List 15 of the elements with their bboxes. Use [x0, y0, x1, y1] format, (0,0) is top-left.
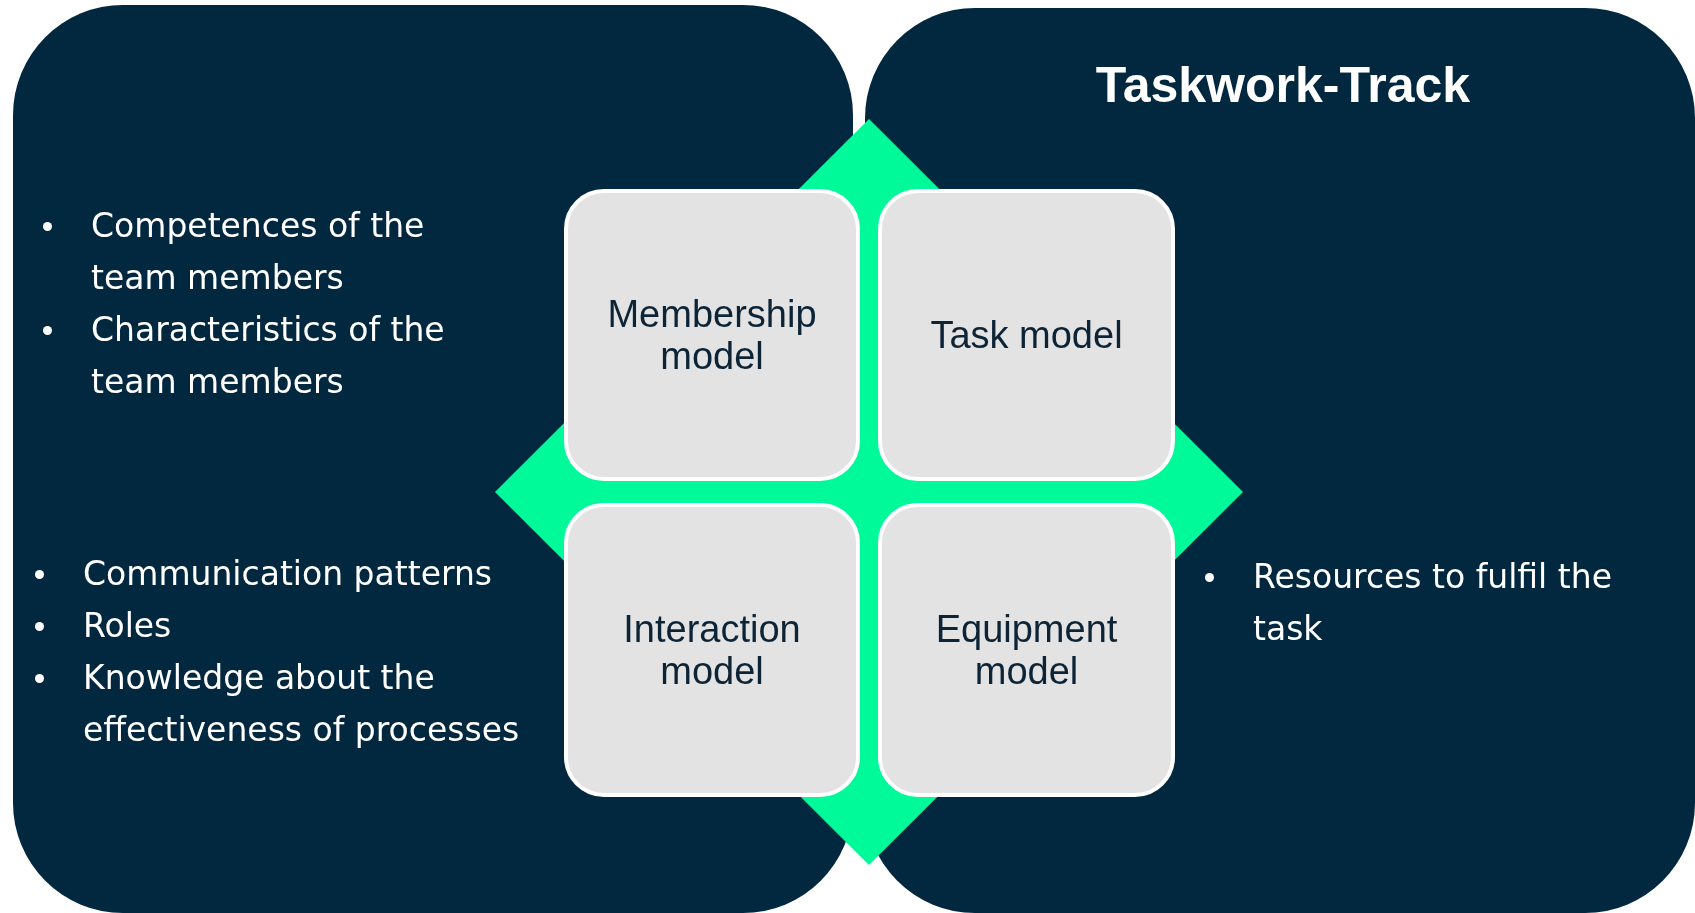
bullet-item: Roles [25, 600, 565, 652]
bullet-item: Competences of the team members [33, 200, 503, 304]
box-label: Membership model [606, 293, 818, 377]
model-box [878, 189, 1175, 481]
model-box [878, 503, 1175, 797]
box-label: Task model [930, 314, 1123, 356]
box-label: Interaction model [622, 608, 802, 692]
box-label: Equipment model [934, 608, 1119, 692]
bullet-item: Knowledge about the effectiveness of processes [25, 652, 565, 756]
bullet-item: Resources to fulfil the task [1195, 551, 1665, 655]
panel-title: Taskwork-Track [1095, 56, 1471, 114]
bullet-item: Communication patterns [25, 548, 565, 600]
model-box [564, 189, 860, 481]
model-box [564, 503, 860, 797]
bullet-item: Characteristics of the team members [33, 304, 503, 408]
